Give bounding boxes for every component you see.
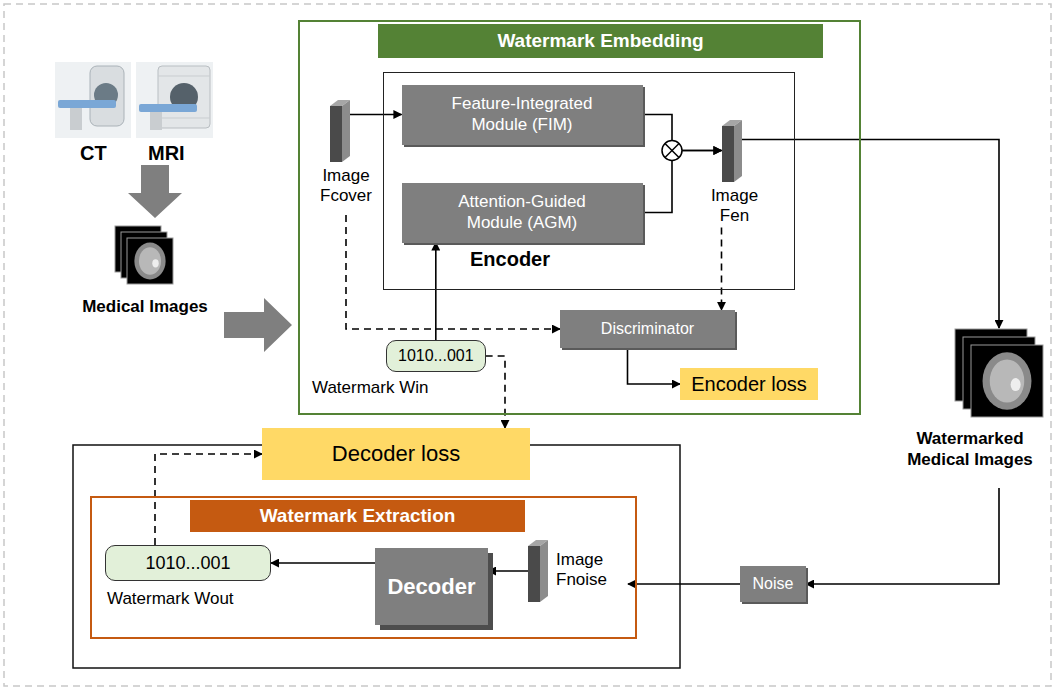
node-text: Image Fcover bbox=[312, 166, 380, 207]
watermark-bits: 1010...001Watermark Wout bbox=[105, 545, 280, 617]
node-illustration bbox=[954, 328, 1044, 418]
watermark-bits: 1010...001Watermark Win bbox=[310, 338, 500, 400]
scanner-label: CT bbox=[80, 142, 107, 165]
decoder-box: Decoder bbox=[375, 548, 488, 625]
extraction-panel: Watermark Extraction 1010...001Watermark … bbox=[90, 496, 637, 639]
loss-box: Encoder loss bbox=[680, 368, 818, 400]
mri-scanner bbox=[136, 62, 213, 138]
arrow-connector bbox=[488, 570, 528, 572]
figure-frame bbox=[4, 4, 1051, 686]
arrow-connector bbox=[628, 583, 740, 585]
node-text: Watermark Embedding bbox=[378, 24, 823, 58]
embedding-panel: Watermark EmbeddingEncoder Feature-Integr… bbox=[298, 20, 861, 415]
node-text: Attention-Guided Module (AGM) bbox=[437, 192, 607, 233]
arrow-connector bbox=[643, 151, 722, 213]
process-box: Attention-Guided Module (AGM) bbox=[402, 183, 643, 243]
dashed-connector bbox=[486, 356, 505, 428]
scanner-label: MRI bbox=[148, 142, 185, 165]
arrow-connector bbox=[271, 562, 375, 564]
node-illustration bbox=[528, 540, 548, 602]
node-text: 1010...001 bbox=[105, 545, 271, 581]
feature-map: Image Fnoise bbox=[528, 538, 628, 604]
multiply-symbol bbox=[662, 141, 682, 161]
loss-box: Decoder loss bbox=[262, 428, 530, 480]
node-text: 1010...001 bbox=[386, 340, 486, 372]
node-text: Image Fnoise bbox=[556, 550, 626, 591]
process-box: Feature-Integrated Module (FIM) bbox=[402, 85, 643, 145]
node-text: Decoder loss bbox=[332, 441, 460, 467]
arrow-connector bbox=[628, 348, 681, 384]
arrow-connector bbox=[435, 243, 437, 341]
node-text: Watermark Wout bbox=[107, 589, 234, 609]
down-arrow bbox=[128, 165, 182, 218]
node-text: Noise bbox=[753, 575, 794, 593]
ct-scanner bbox=[55, 62, 131, 138]
feature-map: Image Fen bbox=[700, 120, 770, 228]
process-box: Discriminator bbox=[560, 310, 735, 348]
arrow-connector bbox=[806, 488, 999, 584]
image-stack: Watermarked Medical Images bbox=[890, 328, 1050, 488]
node-illustration bbox=[330, 100, 350, 162]
encoder-box: Encoder Feature-Integrated Module (FIM) At… bbox=[383, 72, 795, 290]
feature-map: Image Fcover bbox=[312, 100, 380, 215]
image-stack: Medical Images bbox=[70, 225, 220, 325]
arrow-connector bbox=[643, 115, 722, 151]
node-text: Discriminator bbox=[601, 320, 694, 338]
node-text: Encoder bbox=[450, 248, 570, 271]
node-text: Decoder bbox=[387, 574, 475, 600]
node-illustration bbox=[114, 225, 174, 285]
node-illustration bbox=[722, 120, 742, 182]
arrow-connector bbox=[350, 114, 402, 116]
node-text: Encoder loss bbox=[691, 373, 807, 396]
node-text: Image Fen bbox=[700, 186, 770, 227]
node-text: Medical Images bbox=[70, 297, 220, 317]
node-text: Watermarked Medical Images bbox=[890, 428, 1050, 471]
node-text: Watermark Win bbox=[312, 378, 429, 398]
dashed-connector bbox=[721, 228, 723, 311]
arrow-connector bbox=[742, 140, 1000, 329]
node-text: Watermark Extraction bbox=[190, 500, 525, 532]
block-arrow bbox=[224, 298, 292, 352]
node-text: Feature-Integrated Module (FIM) bbox=[437, 94, 607, 135]
process-box: Noise bbox=[740, 566, 806, 602]
